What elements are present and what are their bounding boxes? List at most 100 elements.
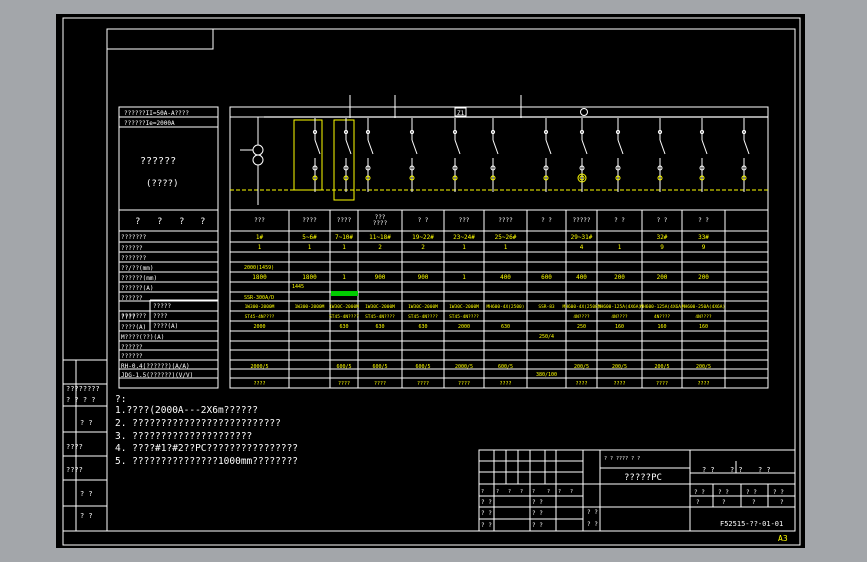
- matrix-ctratio-6: 600/5: [498, 364, 513, 370]
- matrix-pos-6: 25~26#: [495, 234, 517, 241]
- matrix-breaker-5: 1W30C-2000M: [449, 304, 479, 310]
- material-label: ? ?: [587, 509, 598, 516]
- matrix-count-9: 1: [618, 244, 622, 251]
- matrix-count-8: 4: [580, 244, 584, 251]
- matrix-bottom-5: ????: [458, 381, 470, 387]
- matrix-pos-5: 23~24#: [453, 234, 475, 241]
- panel-row-label-0: ???????: [121, 234, 147, 241]
- matrix-width-7: 600: [541, 274, 552, 281]
- matrix-pos-8: 29~31#: [571, 234, 593, 241]
- matrix-head-11-0: ? ?: [698, 217, 709, 224]
- panel-subtitle: (????): [146, 179, 179, 189]
- revision-head-2: ?: [508, 489, 511, 495]
- panel-row-sub-0: ?????: [153, 303, 171, 310]
- outer-border: [62, 17, 801, 546]
- revision-head-7: ?: [570, 489, 573, 495]
- project-name: ?????PC: [624, 473, 662, 483]
- matrix-ct-5: ST45-4N????: [449, 314, 479, 320]
- right-row2-3: ? ?: [773, 489, 784, 496]
- note-4: 4. ????#1?#2??PC????????????????: [115, 443, 299, 454]
- signer-2: ? ?: [481, 510, 492, 517]
- matrix-rating-5: 2000: [458, 324, 470, 330]
- note-5: 5. ???????????????1000mm????????: [115, 456, 299, 467]
- left-strip-label-6: ? ?: [80, 512, 93, 520]
- matrix-breaker-10: MH600-125A(4X6A): [640, 304, 683, 310]
- revision-head-6: ?: [558, 489, 561, 495]
- left-panel: ??????II=50A-A???? ??????Ie=2000A ??????…: [118, 106, 219, 389]
- matrix-breaker-4: 1W30C-2000M: [408, 304, 438, 310]
- matrix-pos-2: 7~10#: [335, 234, 353, 241]
- panel-row-label-1: ??????: [121, 245, 143, 252]
- right-row3-1: ?: [722, 499, 726, 506]
- matrix-breaker-6: MH600-4X(2500): [487, 304, 525, 310]
- right-row2-0: ? ?: [694, 489, 705, 496]
- matrix-count-3: 2: [378, 244, 382, 251]
- panel-row-label-11: ??????: [121, 344, 143, 351]
- matrix-count-11: 9: [702, 244, 706, 251]
- right-row2-1: ? ?: [718, 489, 729, 496]
- matrix-vtratio: 380/100: [536, 372, 557, 378]
- matrix-ct-10: 4N????: [654, 314, 671, 320]
- matrix-rating-8: 250: [577, 324, 586, 330]
- matrix-bottom-3: ????: [374, 381, 386, 387]
- signer-5: ? ?: [532, 522, 543, 529]
- matrix-ctratio-5: 2000/5: [455, 364, 473, 370]
- matrix-bottom-11: ????: [697, 381, 709, 387]
- header-circle: [580, 108, 588, 116]
- matrix-bottom-0: ????: [253, 381, 265, 387]
- left-strip-label-3: ????: [66, 443, 83, 451]
- matrix-width-3: 900: [375, 274, 386, 281]
- matrix-breaker-11: MH600-250A(4X6A): [682, 304, 725, 310]
- matrix-extra: 250/4: [539, 334, 554, 340]
- matrix-pos-10: 32#: [657, 234, 668, 241]
- matrix-breaker-8: MH600-4X(2500): [563, 304, 601, 310]
- header-box-z1: [454, 107, 467, 117]
- right-row2-2: ? ?: [746, 489, 757, 496]
- matrix-head-5-0: ???: [459, 217, 470, 224]
- panel-row-label-14: JDG-1.5(??????)(V/V): [121, 372, 193, 379]
- left-strip-label-1: ? ? ? ?: [66, 396, 96, 404]
- matrix-ctratio-4: 600/5: [415, 364, 430, 370]
- matrix-ctratio-9: 200/5: [612, 364, 627, 370]
- matrix-count-0: 1: [258, 244, 262, 251]
- matrix-count-5: 1: [462, 244, 466, 251]
- panel-col-head-3: ?: [200, 217, 205, 227]
- matrix-current: 1445: [292, 284, 304, 290]
- right-head-2: ? ?: [758, 466, 771, 474]
- panel-row-label-7: ???????: [121, 313, 147, 320]
- matrix-ct-3: ST45-4N????: [365, 314, 395, 320]
- paper-size-label: A3: [778, 534, 788, 543]
- left-strip-label-4: ????: [66, 466, 83, 474]
- matrix-ctratio-3: 600/5: [372, 364, 387, 370]
- matrix-head-3-0: ???: [375, 214, 386, 221]
- matrix-breaker-0: 1W300-2000M: [245, 304, 275, 310]
- scale-label: ? ?: [587, 521, 598, 528]
- matrix-head-7-0: ? ?: [541, 217, 552, 224]
- matrix-pos-1: 5~6#: [302, 234, 317, 241]
- matrix-pos-4: 19~22#: [412, 234, 434, 241]
- left-strip-label-0: ????????: [66, 385, 100, 393]
- panel-title: ??????: [140, 156, 176, 167]
- matrix-head-1-0: ????: [302, 217, 317, 224]
- panel-row-label-12: ??????: [121, 353, 143, 360]
- signer-0: ? ?: [481, 499, 492, 506]
- drawing-sheet: [56, 14, 805, 548]
- matrix-ct-2: ST45-4N????: [329, 314, 359, 320]
- inner-border: [106, 28, 796, 532]
- matrix-ct-0: ST45-4N????: [245, 314, 275, 320]
- matrix-pos-11: 33#: [698, 234, 709, 241]
- panel-row-label-10: M????(??)(A): [121, 334, 164, 341]
- revision-head-1: ?: [496, 489, 499, 495]
- matrix-ctratio-2: 600/5: [336, 364, 351, 370]
- matrix-width-0: 1800: [252, 274, 267, 281]
- matrix-rating-2: 630: [339, 324, 348, 330]
- panel-col-head-1: ?: [157, 217, 162, 227]
- title-block: [478, 449, 796, 532]
- matrix-head-8-0: ?????: [572, 217, 590, 224]
- matrix-width-1: 1800: [302, 274, 317, 281]
- signer-3: ? ?: [532, 510, 543, 517]
- matrix-head-0-0: ???: [254, 217, 265, 224]
- note-0: ?:: [115, 394, 127, 405]
- matrix-bottom-4: ????: [417, 381, 429, 387]
